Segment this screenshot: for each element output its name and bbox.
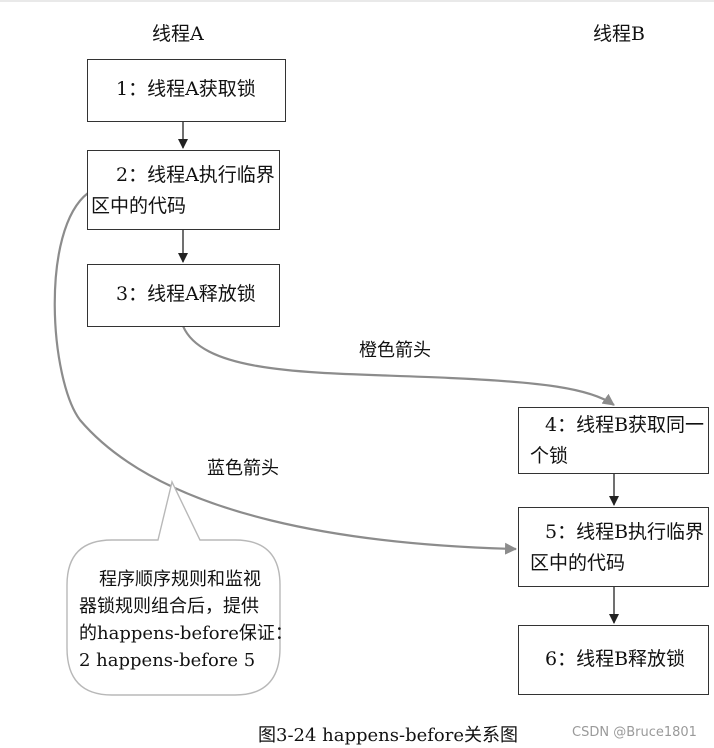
callout-line-3: 的happens-before保证： <box>79 623 293 644</box>
blue-arrow <box>53 192 517 555</box>
blue-arrow-label: 蓝色箭头 <box>207 458 279 479</box>
step-5-box: 5：线程B执行临界 区中的代码 <box>518 507 709 587</box>
step-1-box: 1：线程A获取锁 <box>87 59 286 122</box>
thread-a-heading: 线程A <box>152 23 204 45</box>
step-4-line-2: 个锁 <box>530 445 569 467</box>
step-5-line-1: 5：线程B执行临界 <box>545 521 705 543</box>
step-4-box: 4：线程B获取同一 个锁 <box>518 407 709 474</box>
callout-line-2: 器锁规则组合后，提供 <box>79 596 259 617</box>
callout-line-4: 2 happens-before 5 <box>79 650 256 671</box>
step-3-box: 3：线程A释放锁 <box>87 264 280 327</box>
step-6-text: 6：线程B释放锁 <box>545 648 686 670</box>
step-5-line-2: 区中的代码 <box>530 552 626 574</box>
csdn-watermark: CSDN @Bruce1801 <box>572 725 697 740</box>
callout-bubble <box>66 479 281 696</box>
step-2-box: 2：线程A执行临界 区中的代码 <box>87 150 280 230</box>
figure-caption: 图3-24 happens-before关系图 <box>258 725 519 746</box>
step-3-text: 3：线程A释放锁 <box>116 283 256 305</box>
top-border <box>0 0 714 2</box>
step-4-line-1: 4：线程B获取同一 <box>545 414 705 436</box>
orange-arrow <box>181 325 615 406</box>
orange-arrow-label: 橙色箭头 <box>359 340 431 361</box>
step-2-line-2: 区中的代码 <box>91 195 187 217</box>
step-2-line-1: 2：线程A执行临界 <box>116 164 275 186</box>
step-1-text: 1：线程A获取锁 <box>116 78 256 100</box>
callout-text: 程序顺序规则和监视 器锁规则组合后，提供 的happens-before保证： … <box>79 566 309 674</box>
thread-b-heading: 线程B <box>593 23 645 45</box>
step-6-box: 6：线程B释放锁 <box>518 625 709 695</box>
callout-line-1: 程序顺序规则和监视 <box>99 569 261 590</box>
